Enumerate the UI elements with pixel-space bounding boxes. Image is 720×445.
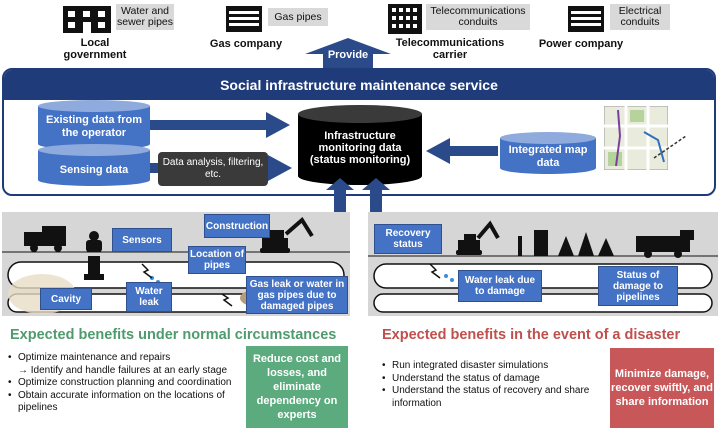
disaster-bullet: Understand the status of damage [382,373,602,386]
normal-benefits-list: Optimize maintenance and repairs → Ident… [8,352,246,415]
telecom-building-icon [388,4,422,34]
water-sewer-tag: Water and sewer pipes [116,4,174,30]
service-title-bar: Social infrastructure maintenance servic… [4,70,714,100]
power-company-building-icon [568,6,604,32]
analysis-label: Data analysis, filtering, etc. [162,157,264,180]
normal-bullet-sub: → Identify and handle failures at an ear… [18,364,228,376]
map-thumbnail-icon [604,106,668,170]
sensing-data-label: Sensing data [59,164,129,176]
analysis-box: Data analysis, filtering, etc. [158,152,268,186]
sensors-tag: Sensors [112,228,172,252]
gas-company-building-icon [226,6,262,32]
disaster-benefit-box: Minimize damage, recover swiftly, and sh… [610,348,714,428]
gas-pipes-tag: Gas pipes [268,8,328,26]
telecom-carrier-label: Telecommunications carrier [395,37,505,61]
building-icon [63,6,111,33]
telecom-conduits-tag: Telecommunications conduits [426,4,530,30]
normal-bullet: Obtain accurate information on the locat… [8,390,246,415]
provide-arrow [305,38,391,68]
map-pointer-icon [653,135,687,159]
normal-benefits-heading: Expected benefits under normal circumsta… [10,327,337,343]
normal-benefit-box: Reduce cost and losses, and eliminate de… [246,346,348,428]
normal-bullet: Optimize maintenance and repairs [8,352,246,365]
water-leak-damage-tag: Water leak due to damage [458,270,542,302]
location-of-pipes-tag: Location of pipes [188,246,246,274]
water-leak-tag: Water leak [126,282,172,312]
service-panel: Social infrastructure maintenance servic… [2,68,716,196]
service-title: Social infrastructure maintenance servic… [220,77,498,93]
operator-data-label: Existing data from the operator [46,114,142,139]
disaster-bullet: Run integrated disaster simulations [382,360,602,373]
disaster-benefits-heading: Expected benefits in the event of a disa… [382,327,681,343]
recovery-status-tag: Recovery status [374,224,442,254]
pipeline-damage-tag: Status of damage to pipelines [598,266,678,306]
local-government-label: Local government [63,37,127,61]
disaster-bullet: Understand the status of recovery and sh… [382,385,602,410]
disaster-benefits-list: Run integrated disaster simulations Unde… [382,360,602,410]
monitoring-data-label: Infrastructure monitoring data (status m… [309,130,411,166]
data-cylinders [38,100,596,186]
cavity-tag: Cavity [40,288,92,310]
gas-company-label: Gas company [209,38,283,50]
normal-bullet: Optimize construction planning and coord… [8,377,246,390]
map-data-label: Integrated map data [508,144,588,169]
construction-tag: Construction [204,214,270,238]
upload-arrows [326,178,390,212]
gas-leak-tag: Gas leak or water in gas pipes due to da… [246,276,348,314]
electrical-conduits-tag: Electrical conduits [610,4,670,30]
power-company-label: Power company [538,38,624,50]
provide-label: Provide [327,49,369,61]
